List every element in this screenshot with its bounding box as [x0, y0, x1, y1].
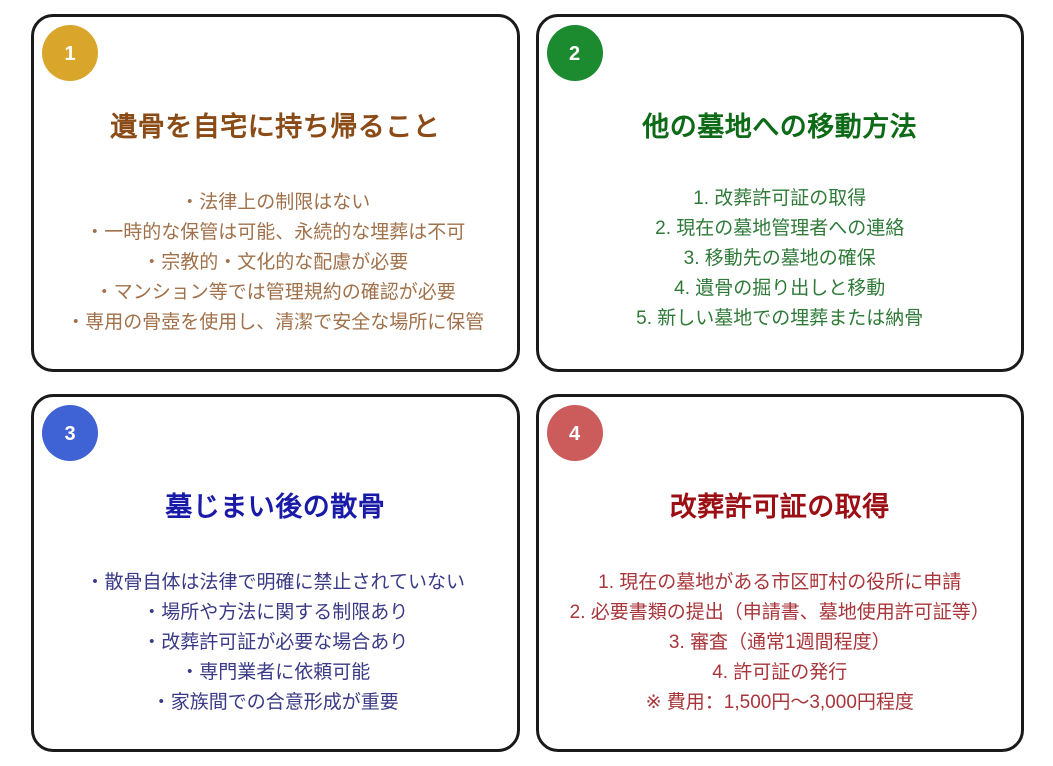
- card-body-line: 4. 遺骨の掘り出しと移動: [674, 278, 886, 300]
- card-body-line: 5. 新しい墓地での埋葬または納骨: [636, 308, 924, 330]
- card-body-line: 1. 改葬許可証の取得: [693, 188, 867, 209]
- card-body-1: ・法律上の制限はない ・一時的な保管は可能、永続的な埋葬は不可 ・宗教的・文化的…: [34, 188, 517, 338]
- card-number-badge-3: 3: [42, 405, 98, 461]
- card-number-label-4: 4: [568, 423, 581, 445]
- card-body-line: 1. 現在の墓地がある市区町村の役所に申請: [598, 572, 962, 593]
- card-body-line: ・一時的な保管は可能、永続的な埋葬は不可: [85, 222, 466, 244]
- card-body-line: 2. 現在の墓地管理者への連絡: [655, 218, 905, 240]
- card-title-1: 遺骨を自宅に持ち帰ること: [110, 112, 441, 142]
- info-card-1: 1 遺骨を自宅に持ち帰ること ・法律上の制限はない ・一時的な保管は可能、永続的…: [31, 14, 520, 372]
- card-title-3: 墓じまい後の散骨: [165, 492, 386, 522]
- card-body-line: ・専門業者に依頼可能: [180, 662, 371, 684]
- info-card-4: 4 改葬許可証の取得 1. 現在の墓地がある市区町村の役所に申請 2. 必要書類…: [535, 394, 1024, 752]
- card-body-line: ・改葬許可証が必要な場合あり: [142, 632, 409, 654]
- card-title-2: 他の墓地への移動方法: [642, 112, 918, 142]
- card-number-badge-2: 2: [546, 25, 603, 81]
- card-body-line: ・散骨自体は法律で明確に禁止されていない: [85, 572, 465, 593]
- card-body-line: ・場所や方法に関する制限あり: [142, 602, 409, 624]
- card-number-label-3: 3: [64, 423, 76, 445]
- info-card-2: 2 他の墓地への移動方法 1. 改葬許可証の取得 2. 現在の墓地管理者への連絡…: [535, 14, 1024, 372]
- card-number-badge-4: 4: [546, 405, 603, 461]
- card-number-badge-1: 1: [42, 25, 98, 81]
- card-body-line: 3. 移動先の墓地の確保: [683, 248, 876, 270]
- card-body-line: 4. 許可証の発行: [712, 662, 848, 684]
- info-card-3: 3 墓じまい後の散骨 ・散骨自体は法律で明確に禁止されていない ・場所や方法に関…: [31, 394, 520, 752]
- card-body-4: 1. 現在の墓地がある市区町村の役所に申請 2. 必要書類の提出（申請書、墓地使…: [539, 568, 1022, 718]
- card-body-line: ※ 費用：1,500円〜3,000円程度: [645, 692, 914, 714]
- card-body-line: ・法律上の制限はない: [180, 192, 371, 213]
- card-number-label-2: 2: [568, 43, 581, 65]
- card-number-label-1: 1: [64, 43, 76, 65]
- card-body-line: ・宗教的・文化的な配慮が必要: [142, 252, 409, 274]
- card-body-line: 3. 審査（通常1週間程度）: [668, 632, 891, 654]
- card-body-line: ・マンション等では管理規約の確認が必要: [94, 282, 456, 304]
- card-body-2: 1. 改葬許可証の取得 2. 現在の墓地管理者への連絡 3. 移動先の墓地の確保…: [539, 184, 1022, 334]
- card-body-3: ・散骨自体は法律で明確に禁止されていない ・場所や方法に関する制限あり ・改葬許…: [34, 568, 517, 718]
- card-body-line: 2. 必要書類の提出（申請書、墓地使用許可証等）: [569, 602, 990, 624]
- card-body-line: ・家族間での合意形成が重要: [151, 692, 399, 714]
- card-title-4: 改葬許可証の取得: [669, 492, 890, 522]
- card-body-line: ・専用の骨壺を使用し、清潔で安全な場所に保管: [66, 312, 485, 334]
